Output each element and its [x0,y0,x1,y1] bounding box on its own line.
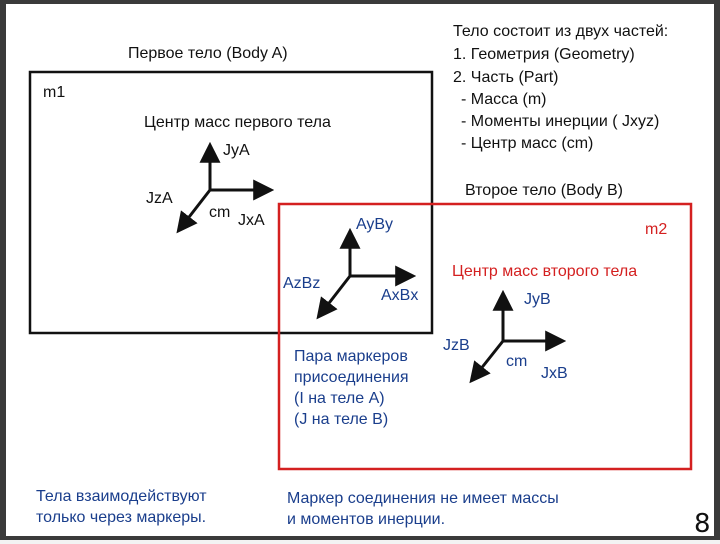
bottom-right-note-line-2: и моментов инерции. [287,511,445,528]
composition-line-1: 1. Геометрия (Geometry) [453,46,635,63]
body-a-axes [176,141,275,234]
bottom-right-note-line-1: Маркер соединения не имеет массы [287,490,559,507]
body-b-mass-label: m2 [645,221,667,238]
marker-pair-note-line-1: Пара маркеров [294,348,408,365]
marker-axis-z-label: AzBz [283,275,320,292]
body-a-origin-label: cm [209,204,230,221]
marker-pair-note-line-2: присоединения [294,369,409,386]
body-a-axis-z [176,189,212,234]
body-a-frame [28,70,434,335]
body-b-axis-x-label: JxB [541,365,568,382]
body-b-frame [277,202,693,471]
bottom-left-note-line-2: только через маркеры. [36,509,206,526]
body-a-mass-label: m1 [43,84,65,101]
marker-pair-note-line-4: (J на теле B) [294,411,388,428]
body-a-axis-z-label: JzA [146,190,173,207]
body-a-center-title: Центр масс первого тела [144,114,331,131]
body-b-axes [469,289,567,384]
body-b-axis-z-label: JzB [443,337,470,354]
body-b-title: Второе тело (Body B) [465,182,623,199]
marker-axis-x-label: AxBx [381,287,418,304]
page-number: 8 [694,509,711,539]
marker-axis-z [316,275,352,320]
composition-title: Тело состоит из двух частей: [453,23,668,40]
composition-line-3: - Масса (m) [461,91,547,108]
body-b-axis-z [469,340,505,384]
composition-line-2: 2. Часть (Part) [453,69,558,86]
marker-axes [316,227,417,320]
composition-line-4: - Моменты инерции ( Jxyz) [461,113,659,130]
body-a-axis-x-label: JxA [238,212,265,229]
diagram-canvas: Первое тело (Body A) m1 Центр масс перво… [28,23,711,539]
composition-line-5: - Центр масс (cm) [461,135,593,152]
marker-axis-y-label: AyBy [356,216,393,233]
marker-pair-note-line-3: (I на теле A) [294,390,385,407]
body-a-title: Первое тело (Body A) [128,45,288,62]
body-b-center-title: Центр масс второго тела [452,263,637,280]
body-a-axis-y-label: JyA [223,142,250,159]
body-b-origin-label: cm [506,353,527,370]
bottom-left-note-line-1: Тела взаимодействуют [36,488,207,505]
body-b-axis-y-label: JyB [524,291,551,308]
